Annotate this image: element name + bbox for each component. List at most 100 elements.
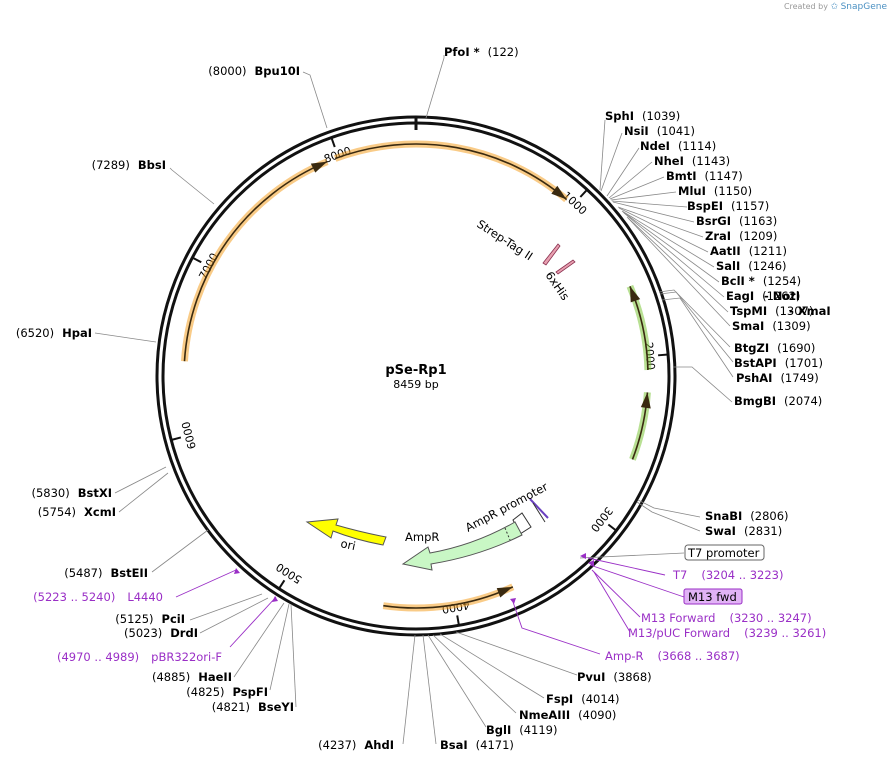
site-position: (4171) — [476, 738, 514, 752]
site-name: NotI — [773, 289, 800, 303]
site-name: FspI — [546, 692, 573, 706]
site-name: PshAI — [736, 371, 772, 385]
site-bbsi: (7289)BbsI — [92, 158, 166, 172]
primer-ampr: Amp-R(3668 .. 3687) — [605, 649, 740, 663]
ampr-feature — [401, 521, 523, 571]
site-smai: SmaI (1309) — [732, 319, 811, 333]
site-name: TspMI — [730, 304, 767, 318]
site-pcii: (5125)PciI — [115, 612, 185, 626]
strep-tag-mark — [542, 243, 561, 266]
primer-range: (3204 .. 3223) — [701, 568, 783, 582]
site-btgzi: BtgZI (1690) — [734, 341, 815, 355]
site-position: (1246) — [748, 259, 786, 273]
site-position: (4821) — [212, 700, 250, 714]
site-position: (1143) — [692, 154, 730, 168]
site-bmti: BmtI(1147) — [666, 169, 743, 183]
site-name: BbsI — [138, 158, 166, 172]
site-name: BmgBI — [734, 394, 776, 408]
site-name: AhdI — [364, 738, 394, 752]
site-nhei: NheI(1143) — [654, 154, 730, 168]
credit-brand: SnapGene — [840, 2, 887, 12]
site-name: BglI — [486, 723, 511, 737]
m13-fwd-box — [683, 588, 743, 605]
tick-label-6000: 6000 — [179, 420, 199, 450]
primer-pbr322orif: (4970 .. 4989)pBR322ori-F — [57, 650, 222, 664]
site-position: (1211) — [749, 244, 787, 258]
primer-name: T7 — [672, 568, 687, 582]
primer-t7: T7 (3204 .. 3223) — [672, 568, 783, 582]
primer-range: (3239 .. 3261) — [744, 626, 826, 640]
site-xcmi: (5754)XcmI — [38, 505, 116, 519]
site-name: BstXI — [78, 486, 112, 500]
tick-mark-8000 — [330, 137, 336, 148]
site-noti: - NotI — [764, 289, 800, 303]
site-hpai: (6520)HpaI — [16, 326, 92, 340]
site-name: Bpu10I — [255, 64, 300, 78]
site-name: SmaI — [732, 319, 764, 333]
site-position: (4825) — [186, 685, 224, 699]
site-position: (2806) — [750, 509, 788, 523]
site-position: (1690) — [777, 341, 815, 355]
tick-mark-3000 — [607, 523, 617, 532]
primer-range: (3230 .. 3247) — [729, 611, 811, 625]
site-name: BseYI — [258, 700, 294, 714]
primer-marks — [234, 553, 594, 604]
site-name: BclI * — [721, 274, 755, 288]
primer-l4440: (5223 .. 5240)L4440 — [33, 590, 163, 604]
primer-tick-a — [529, 498, 549, 519]
site-name: XmaI — [798, 304, 831, 318]
feature-orf-left — [183, 160, 328, 362]
ori-label: ori — [339, 536, 357, 553]
ori-feature — [305, 518, 387, 546]
site-pspfi: (4825)PspFI — [186, 685, 268, 699]
site-ndei: NdeI(1114) — [640, 139, 716, 153]
site-nsii: NsiI(1041) — [624, 124, 695, 138]
site-nmeaiii: NmeAIII(4090) — [519, 708, 616, 722]
site-aatii: AatII(1211) — [710, 244, 787, 258]
site-name: BtgZI — [734, 341, 769, 355]
site-name: SphI — [605, 109, 634, 123]
site-sphi: SphI(1039) — [605, 109, 680, 123]
tick-mark-4000 — [456, 615, 460, 626]
site-name: BmtI — [666, 169, 697, 183]
site-swai: SwaI(2831) — [705, 524, 782, 538]
primer-range: (5223 .. 5240) — [33, 590, 115, 604]
feature-green-lower-arrow-icon — [640, 392, 651, 409]
site-position: (1307) — [775, 304, 813, 318]
his-tag-label: 6xHis — [543, 269, 573, 303]
site-name: SwaI — [705, 524, 736, 538]
site-name: SnaBI — [705, 509, 742, 523]
site-name: NmeAIII — [519, 708, 570, 722]
site-name: NdeI — [640, 139, 670, 153]
site-bgli: BglI(4119) — [486, 723, 557, 737]
site-bseyi: (4821) BseYI — [212, 700, 294, 714]
site-position: (4885) — [152, 670, 190, 684]
primer-leaders — [175, 557, 685, 655]
site-position: (5830) — [31, 486, 69, 500]
tick-label-3000: 3000 — [588, 504, 615, 534]
tick-mark-2000 — [658, 353, 669, 357]
t7-promoter-box — [684, 544, 765, 561]
site-name: HaeII — [198, 670, 232, 684]
site-position: (1041) — [657, 124, 695, 138]
backbone-outer — [155, 115, 677, 637]
m13-fwd-label: M13 fwd — [688, 590, 737, 604]
primer-m13forward: M13 Forward(3230 .. 3247) — [641, 611, 812, 625]
site-position: (1749) — [780, 371, 818, 385]
primer-name: M13/pUC Forward — [628, 626, 730, 640]
site-pshai: PshAI (1749) — [736, 371, 819, 385]
site-name: DrdI — [170, 626, 198, 640]
site-position: (4237) — [318, 738, 356, 752]
primer-range: (3668 .. 3687) — [658, 649, 740, 663]
site-fspi: FspI(4014) — [546, 692, 619, 706]
his-tag-mark — [555, 259, 576, 275]
site-position: (5125) — [115, 612, 153, 626]
primer-tick-b — [532, 502, 546, 523]
site-name: SalI — [716, 259, 740, 273]
strep-tag-label: Strep-Tag II — [474, 217, 535, 263]
site-position: (1309) — [772, 319, 810, 333]
site-position: (1157) — [731, 199, 769, 213]
snapgene-logo-icon: ✩ — [830, 2, 839, 12]
site-name: BstEII — [110, 566, 148, 580]
feature-orf-bottom-halo — [382, 583, 515, 612]
